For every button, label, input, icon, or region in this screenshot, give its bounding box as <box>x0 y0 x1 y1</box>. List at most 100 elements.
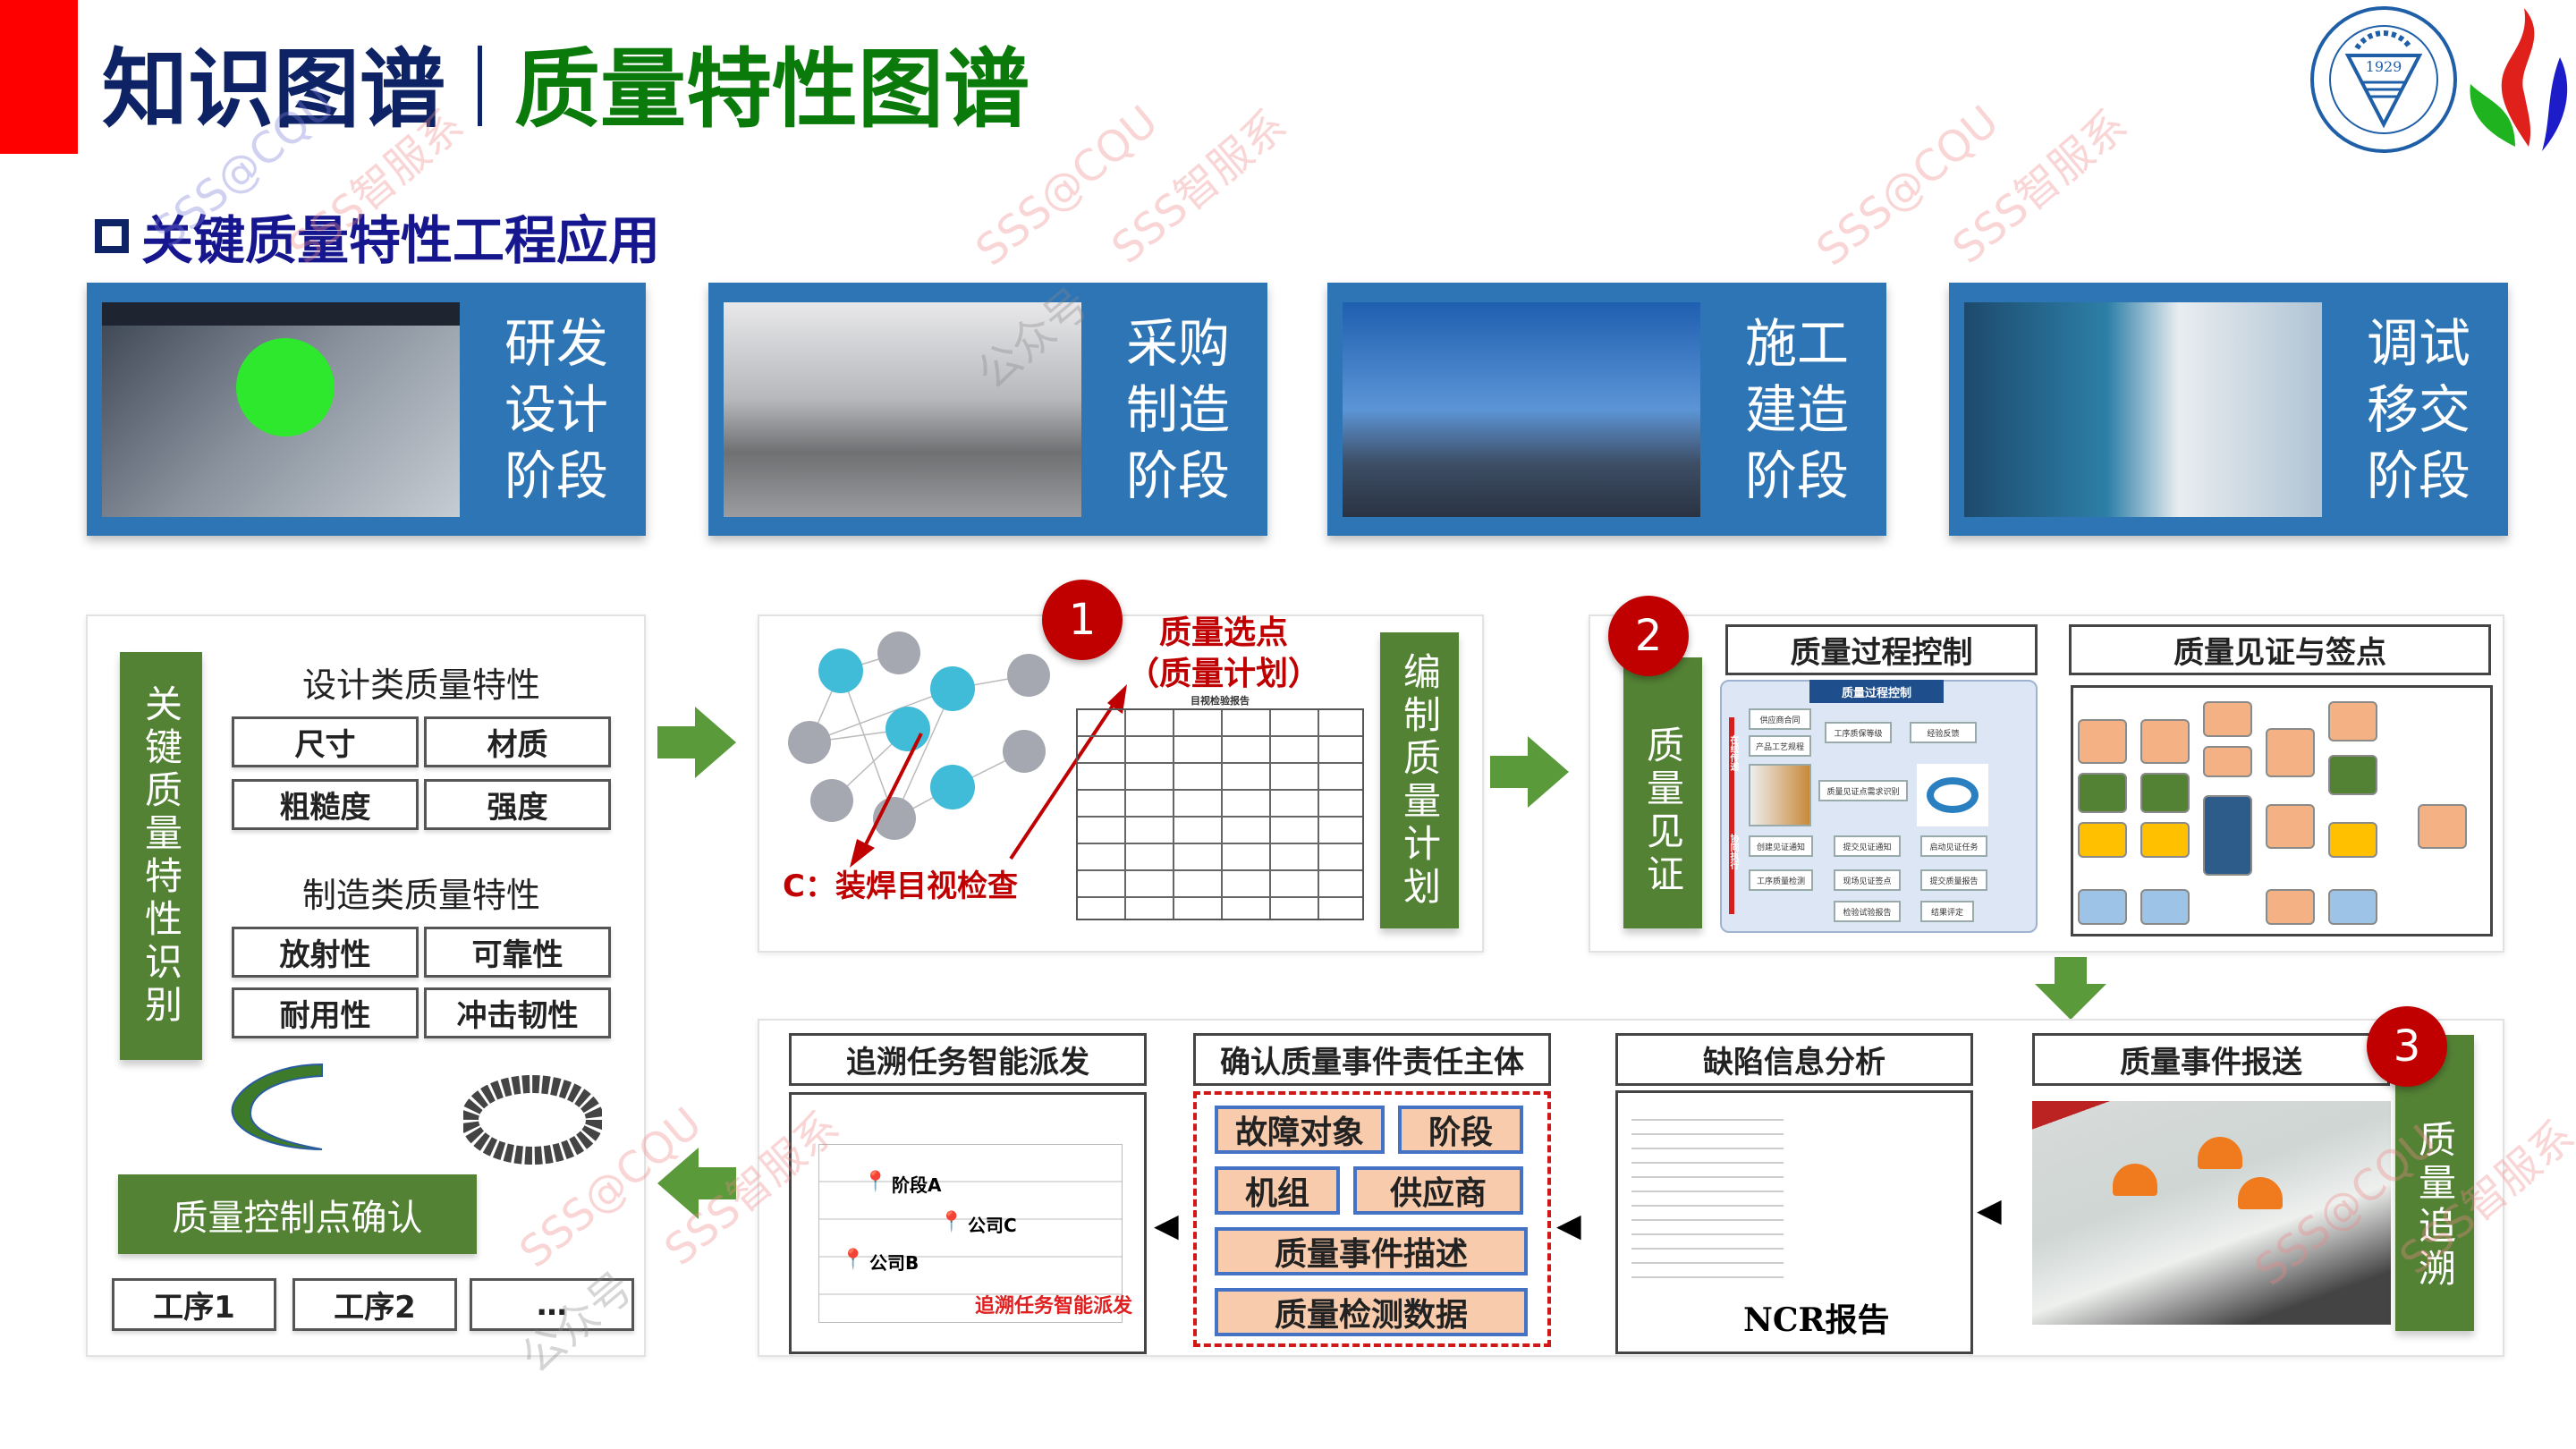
design-item[interactable]: 材质 <box>424 716 611 767</box>
witness-node <box>2140 773 2190 813</box>
quality-point-title: 质量选点（质量计划） <box>1116 613 1331 695</box>
title-right: 质量特性图谱 <box>514 39 1030 140</box>
stage-card-construction: 施工建造阶段 <box>1327 283 1886 536</box>
witness-node <box>2078 773 2127 813</box>
pipe-photo <box>1749 764 1811 826</box>
arrow-left-icon <box>657 1148 736 1219</box>
process-item[interactable]: 工序2 <box>292 1278 457 1331</box>
design-item[interactable]: 尺寸 <box>232 716 419 767</box>
flow-box: 检验试验报告 <box>1834 901 1901 922</box>
flow-box: 质量见证点需求识别 <box>1818 780 1908 801</box>
ring-part-image <box>463 1075 602 1165</box>
witness-node <box>2140 719 2190 764</box>
manufacturing-photo <box>724 302 1081 517</box>
quality-trace-bar: 质量追溯 <box>2395 1035 2474 1331</box>
ring-fea-image <box>1917 764 1988 826</box>
subject-item[interactable]: 质量事件描述 <box>1215 1227 1528 1275</box>
witness-node <box>2078 889 2127 925</box>
stage-label: 阶段 <box>1125 445 1230 506</box>
flow-box: 创建见证通知 <box>1749 835 1813 857</box>
process-item[interactable]: … <box>470 1278 634 1331</box>
subject-item[interactable]: 机组 <box>1215 1166 1340 1215</box>
flame-logo <box>2470 8 2568 151</box>
graph-node <box>1007 654 1050 697</box>
mfg-item[interactable]: 冲击韧性 <box>424 987 611 1038</box>
accent-bar <box>0 0 78 154</box>
arrow-left-icon: ◀ <box>1556 1208 1581 1244</box>
subject-item[interactable]: 供应商 <box>1353 1166 1523 1215</box>
process-item[interactable]: 工序1 <box>112 1278 276 1331</box>
section-heading: 关键质量特性工程应用 <box>95 199 660 274</box>
flow-box: 结果评定 <box>1920 901 1974 922</box>
title-left: 知识图谱 <box>102 39 445 140</box>
curved-part-image <box>231 1063 323 1150</box>
witness-node <box>2328 822 2377 858</box>
arrow-left-icon: ◀ <box>1977 1192 2002 1229</box>
witness-node <box>2140 889 2190 925</box>
stage-label: 施工 <box>1744 313 1849 374</box>
pin-label: 公司C <box>968 1215 1017 1236</box>
witness-node <box>2078 822 2127 858</box>
field-inspection-photo <box>2032 1101 2391 1325</box>
flow-box: 产品工艺规程 <box>1749 735 1811 757</box>
form-fields <box>1631 1106 1784 1285</box>
process-control-header: 质量过程控制 <box>1725 624 2038 675</box>
witness-node <box>2203 701 2252 737</box>
design-title: 设计类质量特性 <box>301 665 540 705</box>
dispatch-flowchart <box>818 1144 1123 1323</box>
flow-box: 工序质保等级 <box>1825 722 1892 743</box>
mfg-item[interactable]: 耐用性 <box>232 987 419 1038</box>
dispatch-header: 追溯任务智能派发 <box>789 1033 1147 1086</box>
design-item[interactable]: 强度 <box>424 779 611 830</box>
witness-node <box>2328 889 2377 925</box>
stage-card-design: 研发设计阶段 <box>87 283 646 536</box>
arrow-right-icon <box>1490 736 1569 808</box>
ncr-report-label: NCR报告 <box>1743 1301 1890 1339</box>
subject-item[interactable]: 故障对象 <box>1215 1106 1385 1154</box>
location-pin-icon: 📍 <box>939 1211 964 1233</box>
design-item[interactable]: 粗糙度 <box>232 779 419 830</box>
confirm-control-point-button[interactable]: 质量控制点确认 <box>118 1174 477 1254</box>
mfg-item[interactable]: 可靠性 <box>424 927 611 978</box>
subject-item[interactable]: 质量检测数据 <box>1215 1288 1528 1336</box>
stage-label: 建造 <box>1744 379 1849 440</box>
witness-header: 质量见证与签点 <box>2069 624 2491 675</box>
watermark: SSS@CQU <box>1807 96 2009 276</box>
quality-witness-bar: 质量见证 <box>1623 657 1702 928</box>
witness-node <box>2418 804 2467 849</box>
flow-box: 启动见证任务 <box>1920 835 1987 857</box>
subject-item[interactable]: 阶段 <box>1398 1106 1523 1154</box>
quality-plan-subtitle: （质量计划） <box>1126 656 1320 692</box>
flow-box: 供应商合同 <box>1749 708 1811 730</box>
witness-node <box>2203 746 2252 777</box>
witness-node <box>2140 822 2190 858</box>
inspection-label: C：装焊目视检查 <box>783 869 1018 904</box>
stage-label: 研发 <box>504 313 608 374</box>
section-heading-text: 关键质量特性工程应用 <box>141 210 661 271</box>
graph-node <box>877 631 920 674</box>
step-badge-1: 1 <box>1042 580 1123 660</box>
graph-node <box>818 648 863 693</box>
graph-node <box>930 765 975 809</box>
pin-label: 公司B <box>869 1252 919 1274</box>
svg-text:1929: 1929 <box>2366 58 2402 75</box>
graph-node <box>788 721 831 764</box>
flow-box: 提交见证通知 <box>1834 835 1901 857</box>
stage-card-procurement: 采购制造阶段 <box>708 283 1267 536</box>
construction-site-photo <box>1343 302 1700 517</box>
mfg-item[interactable]: 放射性 <box>232 927 419 978</box>
subject-header: 确认质量事件责任主体 <box>1193 1033 1551 1086</box>
inspection-report-table <box>1076 708 1364 920</box>
stage-label: 阶段 <box>2366 445 2470 506</box>
stage-label: 采购 <box>1125 313 1230 374</box>
flow-box: 经验反馈 <box>1910 722 1977 743</box>
witness-node <box>2266 728 2315 777</box>
compile-plan-bar: 编制质量计划 <box>1380 632 1459 928</box>
dispatch-caption: 追溯任务智能派发 <box>975 1295 1133 1318</box>
witness-signoff-diagram <box>2071 685 2493 936</box>
stage-label: 调试 <box>2366 313 2470 374</box>
manufacturing-title: 制造类质量特性 <box>301 876 540 915</box>
arrow-right-icon <box>657 707 736 778</box>
stage-label: 阶段 <box>504 445 608 506</box>
side-label: 协同执行 <box>1728 834 1738 869</box>
